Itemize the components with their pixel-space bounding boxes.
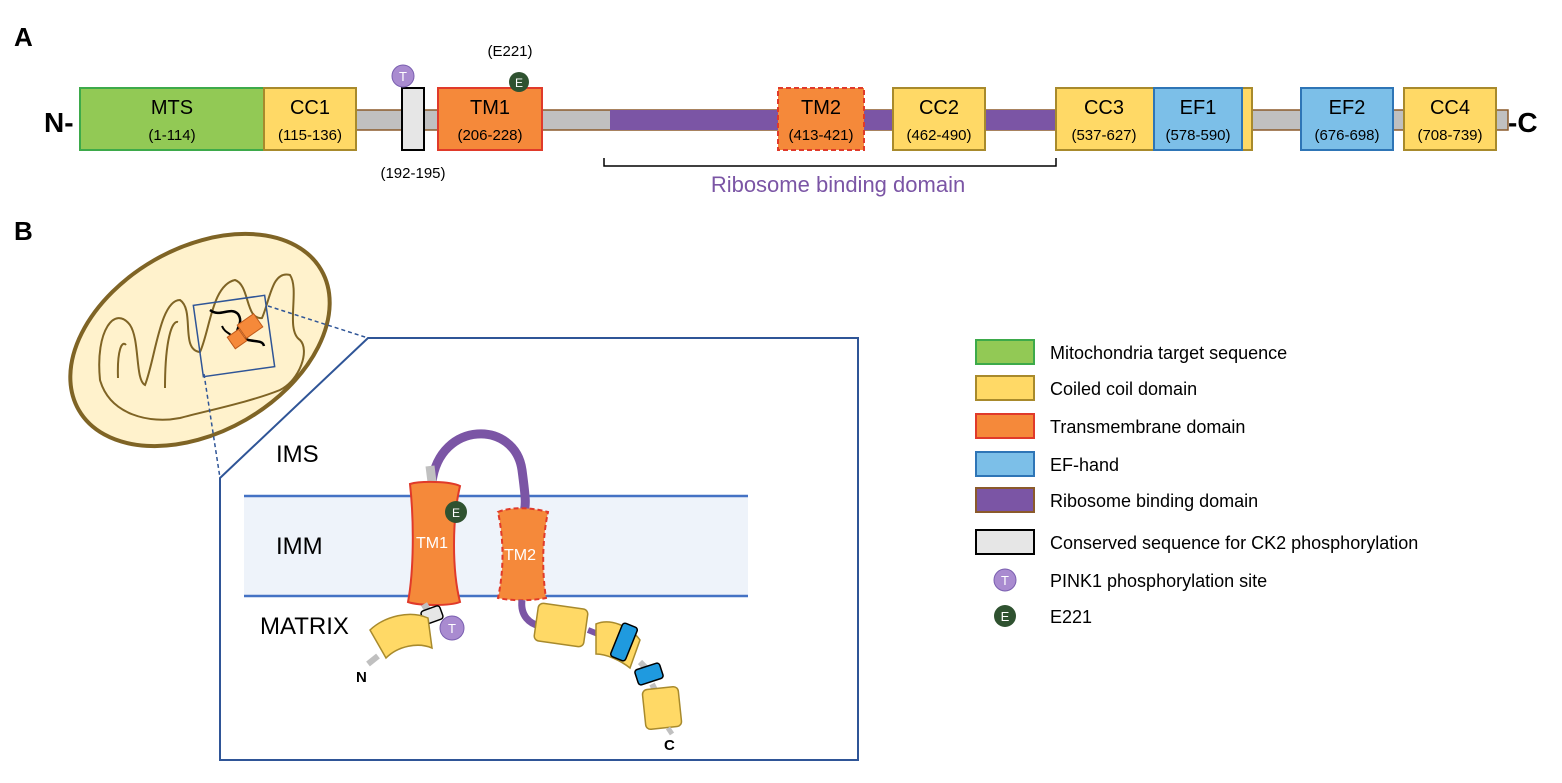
domain-cc2-name: CC2 (919, 97, 959, 119)
domain-cc4-range: (708-739) (1417, 127, 1482, 144)
legend-label-coiled: Coiled coil domain (1050, 379, 1197, 399)
e221-label: (E221) (487, 43, 532, 60)
tm2-helix (496, 507, 550, 602)
c-terminus-b: C (664, 737, 675, 754)
domain-cc4-name: CC4 (1430, 97, 1470, 119)
legend-swatch-ck2 (975, 529, 1035, 555)
zoom-box (192, 294, 276, 378)
legend-swatch-pink1 (993, 568, 1017, 592)
e221-site (445, 501, 467, 523)
e221-site-letter: E (452, 506, 460, 520)
pink1-site-letter-b: T (448, 621, 456, 636)
legend-swatch-tm (975, 413, 1035, 439)
domain-cc2-range: (462-490) (906, 127, 971, 144)
domain-mts-name: MTS (151, 97, 193, 119)
domain-mts (79, 87, 265, 151)
tm2-helix-label: TM2 (504, 547, 536, 564)
n-linker-end (366, 653, 380, 667)
domain-tm1-name: TM1 (470, 97, 510, 119)
domain-ef1 (1153, 87, 1243, 151)
legend-label-tm: Transmembrane domain (1050, 417, 1245, 437)
inner-membrane (244, 496, 748, 596)
pink1-site-letter: T (399, 69, 407, 84)
matrix-label: MATRIX (260, 613, 349, 640)
ims-label: IMS (276, 441, 319, 468)
ef1-hand-b (609, 622, 639, 662)
zoom-line-top (267, 305, 369, 339)
legend-label-ck2: Conserved sequence for CK2 phosphorylati… (1050, 533, 1418, 553)
tm1-linker (425, 465, 437, 483)
panel-label-b: B (14, 216, 33, 246)
e221-marker-letter: E (515, 76, 523, 90)
panel-label-a: A (14, 22, 33, 52)
domain-cc3-range: (537-627) (1071, 127, 1136, 144)
domain-cc3-name: CC3 (1084, 97, 1124, 119)
domain-cc1-name: CC1 (290, 97, 330, 119)
ribosome-bracket (603, 158, 1057, 167)
ribosome-loop (427, 429, 530, 514)
domain-ef1-name: EF1 (1180, 97, 1217, 119)
domain-tm2 (777, 87, 865, 151)
ck2-sequence (401, 87, 425, 151)
domain-cc1 (263, 87, 357, 151)
domain-cc1-range: (115-136) (278, 127, 342, 144)
legend-swatch-coiled (975, 375, 1035, 401)
legend-swatch-ef (975, 451, 1035, 477)
n-terminus-b: N (356, 669, 367, 686)
legend: Mitochondria target sequence Coiled coil… (975, 339, 1418, 627)
domain-ef2-range: (676-698) (1314, 127, 1379, 144)
e221-marker (509, 72, 529, 92)
legend-swatch-e221-letter: E (1001, 609, 1010, 624)
cc2-domain-b (533, 602, 589, 648)
legend-swatch-mts (975, 339, 1035, 365)
domain-cc4 (1403, 87, 1497, 151)
ck2-range: (192-195) (380, 165, 445, 182)
domain-tm1-range: (206-228) (457, 127, 522, 144)
zoom-line-bottom (203, 373, 221, 479)
mitochondrion-illustration (68, 231, 332, 449)
legend-label-e221: E221 (1050, 607, 1092, 627)
legend-swatch-e221 (994, 605, 1016, 627)
domain-ef2-name: EF2 (1329, 97, 1366, 119)
ribosome-binding-label: Ribosome binding domain (711, 172, 965, 197)
legend-swatch-pink1-letter: T (1001, 573, 1009, 588)
imm-label: IMM (276, 533, 323, 560)
domain-ef2 (1300, 87, 1394, 151)
ef2-hand-b (634, 662, 664, 686)
domain-ef1-range: (578-590) (1165, 127, 1230, 144)
c-linker-end (665, 726, 675, 736)
legend-label-ef: EF-hand (1050, 455, 1119, 475)
legend-label-pink1: PINK1 phosphorylation site (1050, 571, 1267, 591)
tm1-helix-label: TM1 (416, 535, 448, 552)
domain-tm2-range: (413-421) (788, 127, 853, 144)
cc1-domain-b (369, 613, 433, 660)
domain-cc2 (892, 87, 986, 151)
legend-label-ribosome: Ribosome binding domain (1050, 491, 1258, 511)
legend-label-mts: Mitochondria target sequence (1050, 343, 1287, 363)
n-terminus-label: N- (44, 107, 74, 138)
pink1-site (439, 615, 465, 641)
domain-tm2-name: TM2 (801, 97, 841, 119)
cc4-domain-b (641, 685, 683, 731)
c-terminus-label: -C (1508, 107, 1538, 138)
domain-tm1 (437, 87, 543, 151)
legend-swatch-ribosome (975, 487, 1035, 513)
pink1-site-marker (391, 64, 415, 88)
domain-mts-range: (1-114) (148, 127, 195, 144)
